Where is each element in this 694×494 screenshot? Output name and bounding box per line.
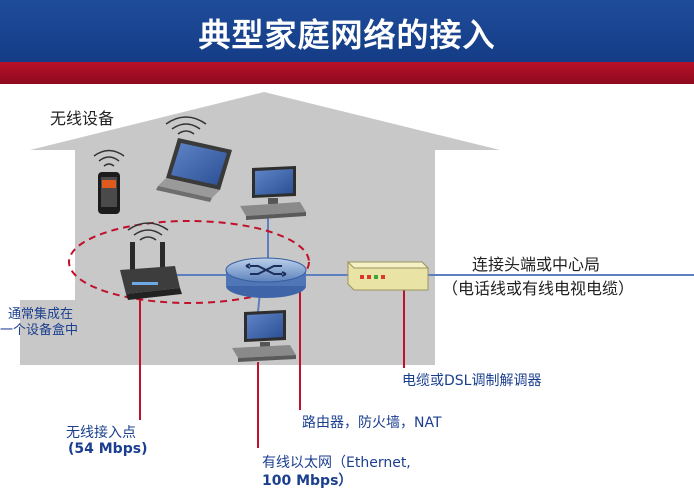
label-wireless-devices: 无线设备 <box>50 109 115 128</box>
laptop-icon <box>156 116 232 202</box>
page-title: 典型家庭网络的接入 <box>198 16 496 54</box>
label-isp-connection-sub: （电话线或有线电视电缆） <box>442 279 635 298</box>
label-router: 路由器，防火墙，NAT <box>302 415 442 431</box>
label-integrated-line1: 通常集成在 <box>8 307 74 322</box>
pointer-lines <box>139 290 405 448</box>
wireless-access-point-icon <box>120 222 182 300</box>
label-modem: 电缆或DSL调制解调器 <box>402 373 542 389</box>
accent-band <box>0 62 694 84</box>
title-bar: 典型家庭网络的接入 <box>0 0 694 62</box>
integrated-box-outline <box>68 220 310 304</box>
label-ethernet-line2: 100 Mbps） <box>262 473 353 489</box>
modem-icon <box>346 261 430 291</box>
label-ethernet-line1: 有线以太网（Ethernet, <box>262 455 411 471</box>
router-icon <box>225 257 307 298</box>
pc-icon <box>232 310 296 362</box>
label-access-point: 无线接入点 <box>66 425 136 441</box>
label-isp-connection: 连接头端或中心局 <box>472 255 601 274</box>
desktop-computer-icon <box>240 166 306 220</box>
label-integrated-line2: 一个设备盒中 <box>0 323 79 338</box>
label-access-point-speed: (54 Mbps) <box>68 441 148 457</box>
network-links <box>150 218 694 313</box>
smartphone-icon <box>93 149 125 214</box>
